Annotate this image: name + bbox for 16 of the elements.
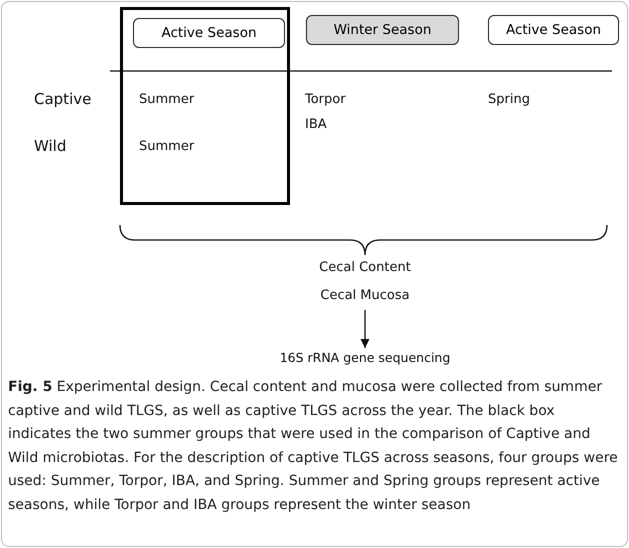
highlight-frame <box>120 7 290 205</box>
group-label: IBA <box>305 117 327 132</box>
figure-caption: Fig. 5 Experimental design. Cecal content and mucosa were collected from summer captive and wild TLGS, as well as captive TLGS across the year. The black box indicates the two summer groups that were used in the comparison of Captive and Wild microbiotas. For the description of captive TLGS across seasons, four groups were used: Summer, Torpor, IBA, and Spring. Summer and Spring groups represent active seasons, while Torpor and IBA groups represent the winter season <box>8 378 619 514</box>
arrow <box>360 310 370 348</box>
group-label: Torpor <box>305 92 346 107</box>
season-box: Active Season <box>488 15 619 45</box>
group-label: Summer <box>139 92 194 107</box>
row-label: Wild <box>34 137 66 155</box>
step-text: Cecal Content <box>310 260 420 280</box>
step-text: 16S rRNA gene sequencing <box>255 350 475 370</box>
season-box: Active Season <box>133 18 285 48</box>
step-text: Cecal Mucosa <box>313 288 417 308</box>
group-label: Summer <box>139 139 194 154</box>
row-label: Captive <box>34 90 92 108</box>
season-box: Winter Season <box>306 15 459 45</box>
group-label: Spring <box>488 92 530 107</box>
